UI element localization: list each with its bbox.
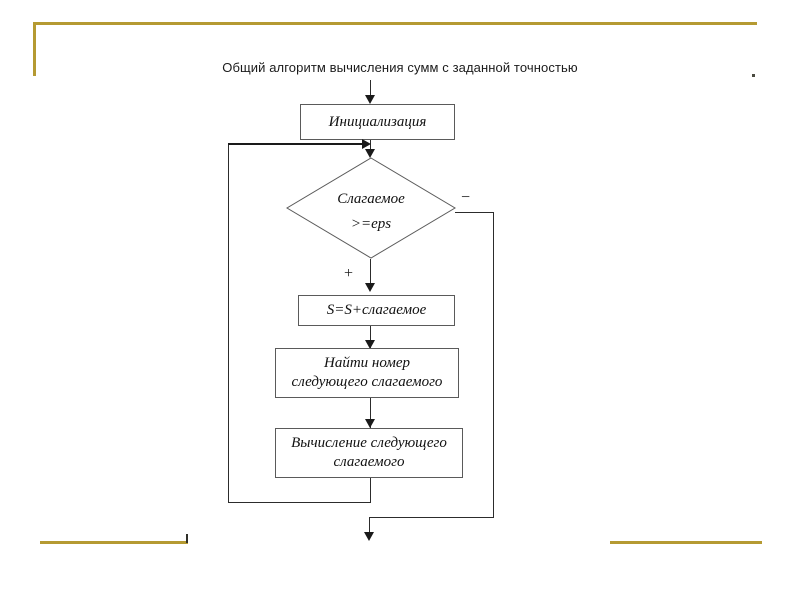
node-accumulate[interactable]: S=S+слагаемое [298, 295, 455, 326]
frame-bottom-left-line [40, 541, 188, 544]
node-find-index[interactable]: Найти номер следующего слагаемого [275, 348, 459, 398]
arrowhead-loop-return [362, 139, 371, 149]
arrowhead-accum-to-number [365, 340, 375, 349]
node-find-index-label-line1: Найти номер [323, 355, 410, 372]
node-calc-term-label-line2: слагаемого [333, 454, 405, 470]
edge-exit [369, 517, 370, 539]
node-accumulate-label: S=S+слагаемое [326, 302, 427, 319]
node-find-index-label-line2: следующего слагаемого [291, 374, 443, 390]
edge-accum-to-number [370, 326, 371, 348]
edge-loop-return [228, 143, 368, 145]
node-init[interactable]: Инициализация [300, 104, 455, 140]
frame-bottom-right-line [610, 541, 762, 544]
arrowhead-exit [364, 532, 374, 541]
frame-right-dot [752, 74, 755, 77]
branch-label-yes: + [344, 265, 354, 282]
node-calc-term-label-line1: Вычисление следующего [291, 435, 447, 452]
frame-left-line [33, 22, 36, 76]
page-title: Общий алгоритм вычисления сумм с заданно… [222, 60, 578, 75]
frame-bottom-left-tick [186, 534, 188, 543]
edge-cond-yes [370, 259, 371, 286]
arrowhead-init-to-cond [365, 149, 375, 158]
arrowhead-cond-to-accum [365, 283, 375, 292]
edge-loop-up [228, 144, 229, 503]
node-calc-term[interactable]: Вычисление следующего слагаемого [275, 428, 463, 478]
branch-label-no: − [461, 189, 471, 206]
frame-top-line [33, 22, 757, 25]
edge-no-to-exit [369, 517, 494, 518]
node-init-label: Инициализация [328, 113, 427, 130]
edge-calc-loop-left [228, 502, 371, 503]
arrowhead-number-to-calc [365, 419, 375, 428]
arrowhead-start-to-init [365, 95, 375, 104]
diamond-shape [286, 157, 456, 259]
edge-start-to-init [370, 80, 371, 97]
edge-number-to-calc [370, 398, 371, 428]
node-condition[interactable]: Слагаемое >=eps [286, 157, 456, 259]
edge-calc-loop-down [370, 478, 371, 503]
edge-cond-no-horizontal [455, 212, 494, 213]
edge-cond-no-vertical [493, 212, 494, 518]
